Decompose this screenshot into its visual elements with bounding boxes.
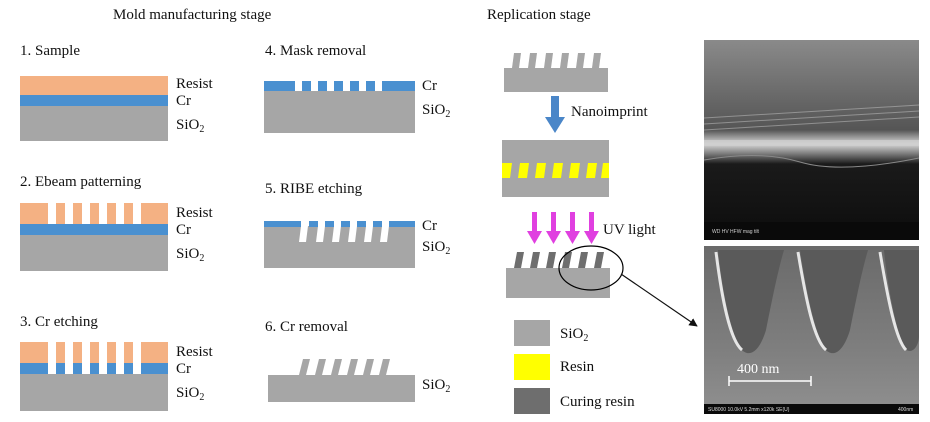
sio2-label: SiO2 (422, 102, 451, 120)
step-6-title: 6. Cr removal (265, 319, 348, 335)
step-4-stack (264, 81, 415, 133)
resist-label: Resist (176, 76, 213, 92)
step-3-title: 3. Cr etching (20, 314, 98, 330)
legend-sio2-swatch (514, 320, 550, 346)
sem-image-bottom: 400 nm SU8000 10.0kV 5.2mm x120k SE(U) 4… (704, 246, 919, 414)
step-2-stack (20, 203, 168, 271)
legend-resin-swatch (514, 354, 550, 380)
zoom-ellipse (558, 245, 624, 291)
zoom-pointer-arrow (620, 273, 698, 327)
step-2-title: 2. Ebeam patterning (20, 174, 142, 190)
nanoimprint-label: Nanoimprint (571, 104, 648, 120)
nanoimprint-arrow (545, 96, 565, 133)
replication-cured (506, 252, 610, 298)
replication-stage-heading: Replication stage (487, 7, 591, 23)
sio2-label: SiO2 (422, 377, 451, 395)
step-5-title: 5. RIBE etching (265, 181, 363, 197)
cr-label: Cr (176, 93, 191, 109)
replication-mold (504, 53, 608, 92)
step-1-title: 1. Sample (20, 43, 80, 59)
uv-light-label: UV light (603, 222, 656, 238)
sem-top-footer: WD HV HFW mag tilt (712, 229, 760, 235)
sio2-label: SiO2 (422, 239, 451, 257)
cr-label: Cr (422, 78, 437, 94)
step-3-stack (20, 342, 168, 411)
mold-stage-heading: Mold manufacturing stage (113, 7, 272, 23)
cr-label: Cr (176, 222, 191, 238)
sem-image-top: WD HV HFW mag tilt (703, 40, 920, 240)
cr-label: Cr (422, 218, 437, 234)
sio2-label: SiO2 (176, 385, 205, 403)
cr-label: Cr (176, 361, 191, 377)
step-1-stack (20, 76, 168, 141)
legend-resin-label: Resin (560, 359, 595, 375)
step-6-stack (268, 359, 415, 402)
step-5-stack (264, 221, 415, 268)
sio2-label: SiO2 (176, 246, 205, 264)
resist-label: Resist (176, 205, 213, 221)
legend-curing-resin-label: Curing resin (560, 394, 635, 410)
legend-sio2-label: SiO2 (560, 326, 589, 344)
uv-light-arrows (527, 212, 599, 244)
sem-bottom-footer: SU8000 10.0kV 5.2mm x120k SE(U) (708, 407, 790, 413)
sem-bottom-footer-scale: 400nm (898, 407, 913, 413)
scale-bar-label: 400 nm (737, 362, 780, 377)
sio2-label: SiO2 (176, 117, 205, 135)
legend-curing-resin-swatch (514, 388, 550, 414)
resist-label: Resist (176, 344, 213, 360)
step-4-title: 4. Mask removal (265, 43, 367, 59)
replication-imprint (502, 140, 609, 197)
